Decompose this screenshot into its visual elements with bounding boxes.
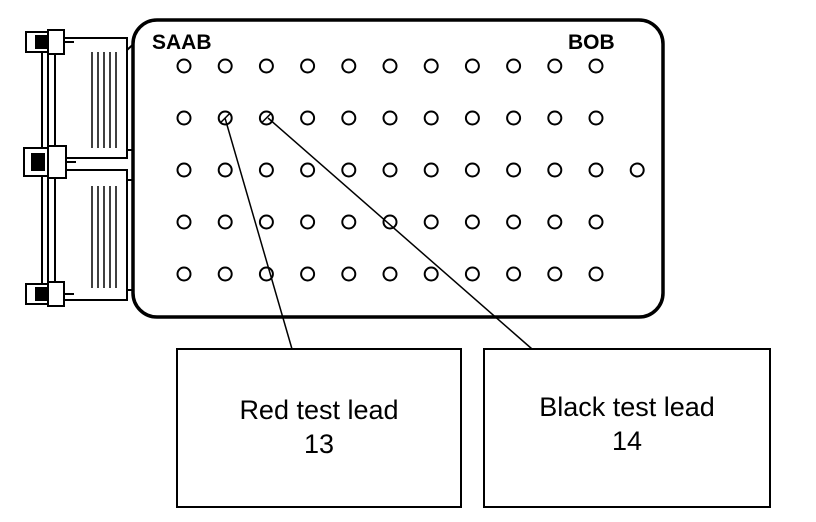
pin-hole — [382, 162, 398, 178]
pin-hole — [506, 214, 522, 230]
pin-hole — [588, 110, 604, 126]
pin-hole — [341, 266, 357, 282]
pin-hole — [506, 58, 522, 74]
upper-cable-bundle — [54, 37, 128, 159]
black-test-lead-box: Black test lead 14 — [483, 348, 771, 508]
connector-plug-middle — [23, 145, 76, 179]
red-test-lead-box: Red test lead 13 — [176, 348, 462, 508]
brand-label-left: SAAB — [152, 31, 212, 54]
pin-hole — [464, 162, 480, 178]
pin-hole — [547, 162, 563, 178]
pin-hole — [300, 214, 316, 230]
connector-plug-bottom — [25, 281, 74, 307]
pin-hole — [341, 58, 357, 74]
pin-hole — [176, 266, 192, 282]
pin-hole — [382, 214, 398, 230]
pin-hole — [423, 58, 439, 74]
pin-hole — [588, 214, 604, 230]
black-lead-leader-line — [267, 117, 533, 350]
pin-hole — [382, 58, 398, 74]
pin-hole — [423, 162, 439, 178]
pin-hole — [382, 110, 398, 126]
pin-hole — [464, 110, 480, 126]
pin-hole — [258, 214, 274, 230]
pin-hole — [588, 162, 604, 178]
pin-hole — [300, 110, 316, 126]
pin-hole — [506, 110, 522, 126]
lower-conductor-lines — [91, 186, 117, 288]
pin-hole — [341, 110, 357, 126]
pin-hole — [547, 266, 563, 282]
pin-hole — [588, 58, 604, 74]
pin-hole — [423, 266, 439, 282]
pin-hole — [547, 110, 563, 126]
pin-hole — [258, 58, 274, 74]
test-lead-probe-mark — [261, 113, 271, 123]
pin-hole — [464, 214, 480, 230]
leader-lines — [224, 117, 533, 350]
pin-hole — [423, 110, 439, 126]
pin-hole — [300, 266, 316, 282]
breakout-box-body — [131, 18, 665, 319]
pin-hole — [341, 214, 357, 230]
pin-hole — [176, 58, 192, 74]
lower-cable-bundle — [54, 169, 128, 301]
red-test-lead-pin: 13 — [303, 429, 335, 459]
pin-hole — [629, 162, 645, 178]
pin-hole — [176, 110, 192, 126]
black-test-lead-label: Black test lead — [539, 392, 715, 422]
pin-hole — [341, 162, 357, 178]
pin-hole — [258, 162, 274, 178]
pin-hole — [588, 266, 604, 282]
pin-hole — [547, 214, 563, 230]
upper-conductor-lines — [91, 52, 117, 148]
pin-hole — [423, 214, 439, 230]
red-lead-leader-line — [224, 117, 293, 350]
connector-plug-top — [25, 29, 74, 55]
pin-hole — [217, 214, 233, 230]
pin-hole — [300, 162, 316, 178]
pin-hole — [217, 162, 233, 178]
pin-hole — [464, 58, 480, 74]
pin-hole — [300, 58, 316, 74]
pin-hole — [547, 58, 563, 74]
pin-hole — [464, 266, 480, 282]
black-test-lead-pin: 14 — [611, 426, 643, 456]
pin-hole — [506, 266, 522, 282]
red-test-lead-label: Red test lead — [239, 395, 399, 425]
pin-hole — [217, 58, 233, 74]
pin-hole — [217, 266, 233, 282]
pin-hole — [382, 266, 398, 282]
brand-label-right: BOB — [568, 31, 615, 54]
pin-hole — [506, 162, 522, 178]
pin-hole — [176, 162, 192, 178]
pin-hole — [176, 214, 192, 230]
